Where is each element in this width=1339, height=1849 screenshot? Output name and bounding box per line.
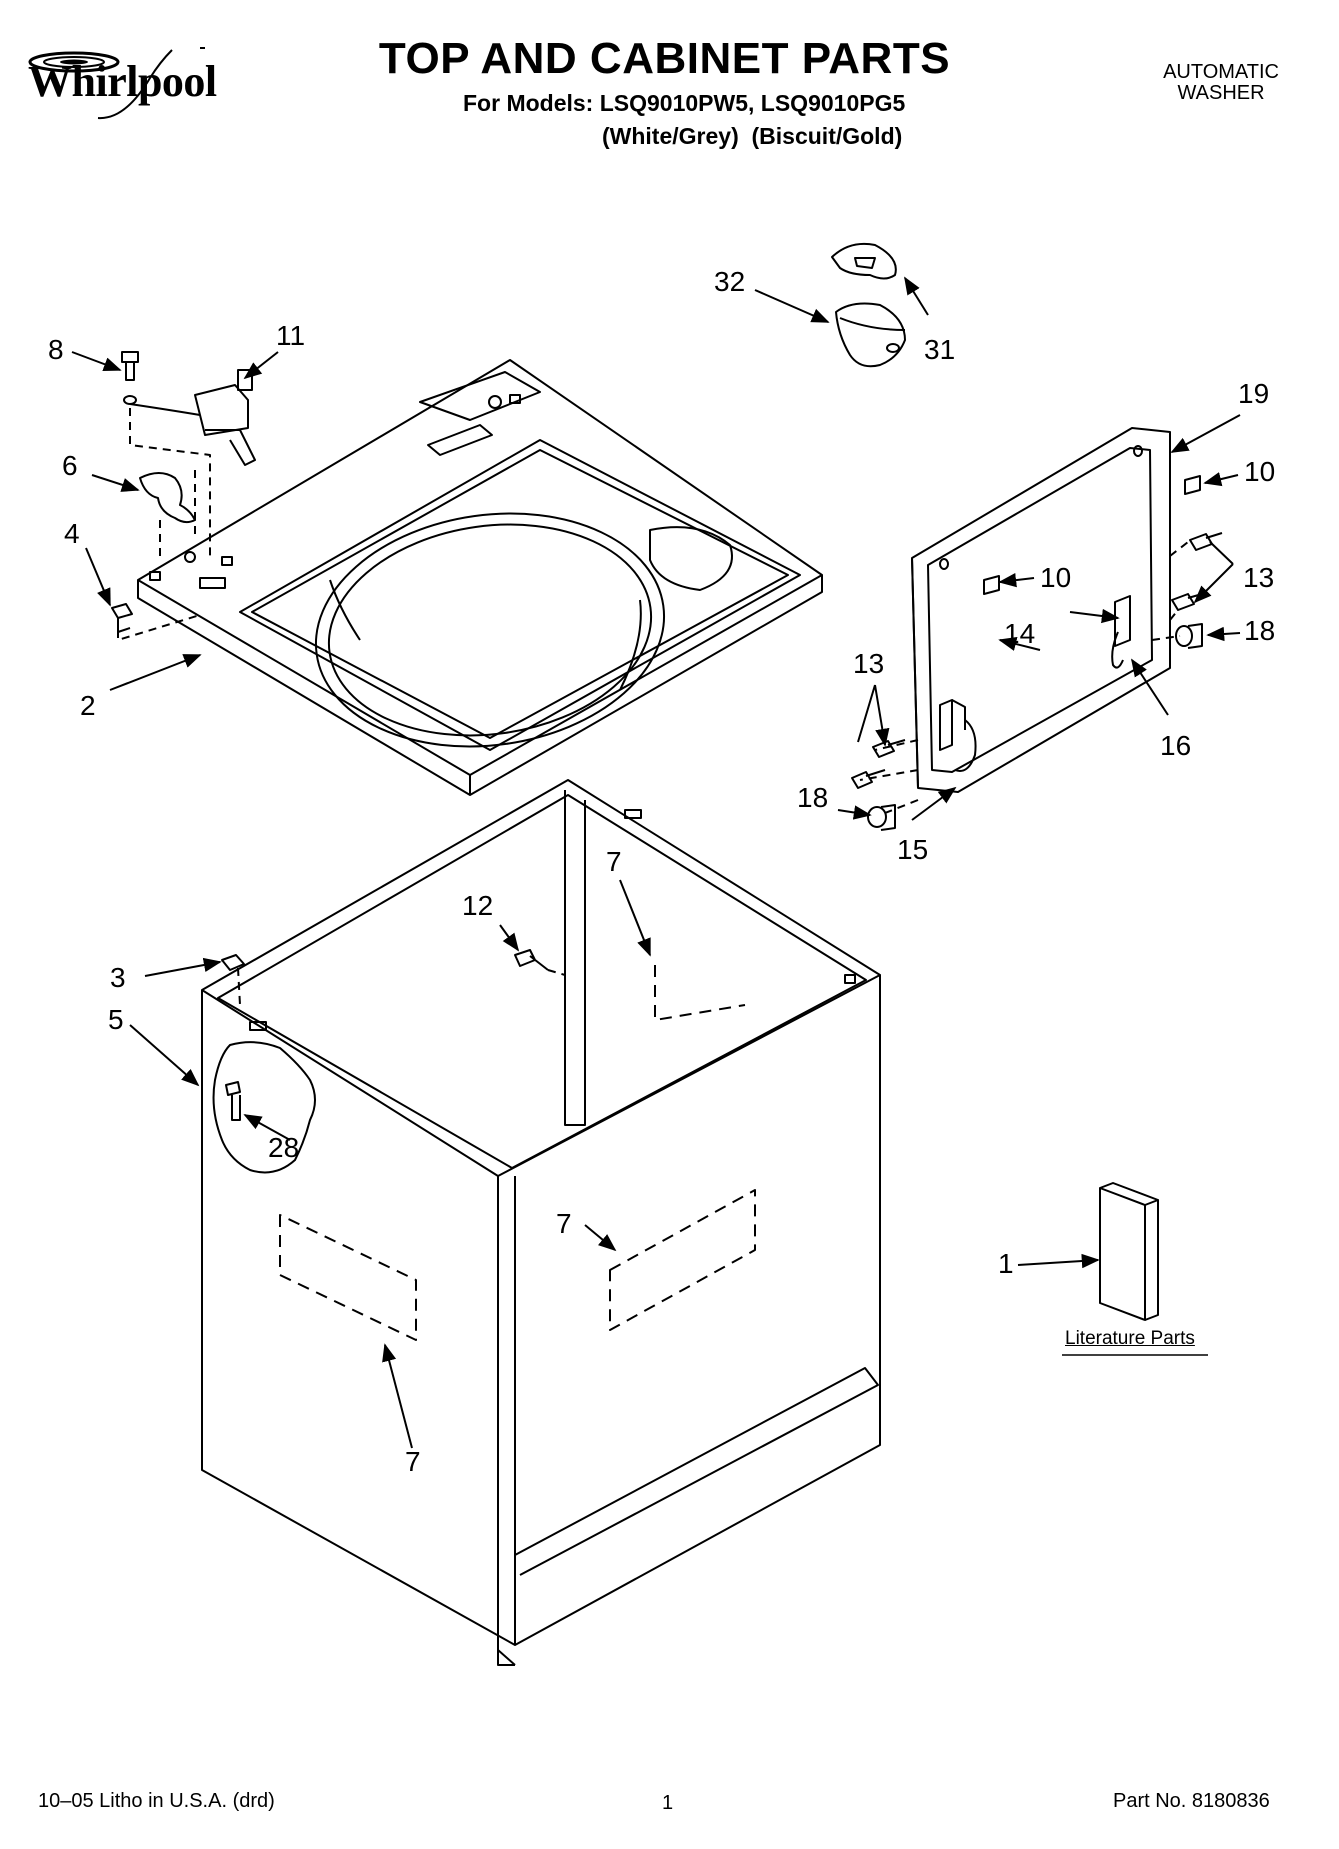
callout-16: 16 [1160, 730, 1192, 761]
part-8-screw [121, 351, 201, 416]
callout-7-front: 7 [405, 1446, 421, 1477]
callout-7-side: 7 [556, 1208, 572, 1239]
category-line-1: AUTOMATIC [1163, 61, 1279, 83]
callout-13-right: 13 [1243, 562, 1275, 593]
part-11-lid-switch [194, 369, 256, 466]
footer-part-number: Part No. 8180836 [1113, 1790, 1270, 1812]
page-title: TOP AND CABINET PARTS [378, 34, 951, 83]
callout-10-upper: 10 [1244, 456, 1276, 487]
callout-14: 14 [1004, 618, 1036, 649]
top-cover [137, 359, 823, 796]
callout-15: 15 [897, 834, 929, 865]
footer-litho: 10–05 Litho in U.S.A. (drd) [38, 1790, 275, 1812]
part-3-clip [221, 954, 245, 1006]
colors-line: (White/Grey) (Biscuit/Gold) [602, 123, 903, 149]
footer-page-number: 1 [662, 1792, 674, 1814]
callout-12: 12 [462, 890, 494, 921]
appliance-category: AUTOMATIC WASHER [1163, 62, 1279, 104]
callout-19: 19 [1238, 378, 1270, 409]
category-line-2: WASHER [1177, 82, 1265, 104]
callout-7-back: 7 [606, 846, 622, 877]
part-31-32-knob [831, 242, 906, 368]
callout-18-right: 18 [1244, 615, 1276, 646]
callout-28: 28 [268, 1132, 300, 1163]
literature-booklet [1099, 1182, 1159, 1321]
switch-guide-lines [117, 408, 211, 641]
callout-32: 32 [714, 266, 746, 297]
callout-2: 2 [80, 690, 96, 721]
literature-parts-label: Literature Parts [1065, 1328, 1195, 1349]
callout-3: 3 [110, 962, 126, 993]
models-line: For Models: LSQ9010PW5, LSQ9010PG5 [463, 90, 906, 116]
callout-1: 1 [998, 1248, 1014, 1279]
cabinet [201, 779, 881, 1666]
lid-assembly [851, 427, 1223, 831]
callout-5: 5 [108, 1004, 124, 1035]
callout-6: 6 [62, 450, 78, 481]
callout-11: 11 [276, 320, 306, 351]
callout-4: 4 [64, 518, 80, 549]
callout-10-lower: 10 [1040, 562, 1072, 593]
callout-8: 8 [48, 334, 64, 365]
part-4-clip [111, 603, 133, 633]
callout-18-left: 18 [797, 782, 829, 813]
callout-leaders [71, 276, 1241, 1449]
callout-31: 31 [924, 334, 956, 365]
part-6-clip [139, 472, 196, 524]
callout-13-left: 13 [853, 648, 885, 679]
part-12-screw [514, 949, 566, 976]
